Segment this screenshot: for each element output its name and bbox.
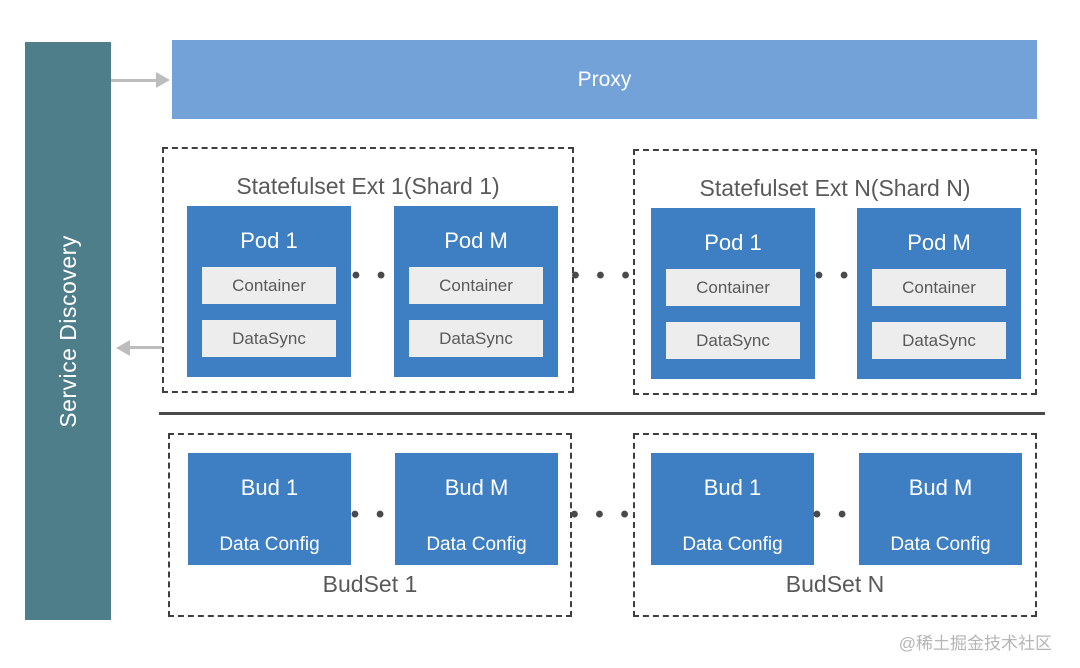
bud-m: Bud M Data Config [859,453,1022,565]
bud-title: Bud 1 [703,475,762,500]
ellipsis-dots: • • [351,262,391,289]
pod-title: Pod M [907,230,971,255]
pod-1: Pod 1 Container DataSync [651,208,815,379]
bud-m: Bud M Data Config [395,453,558,565]
ellipsis-dots: • • • [570,501,634,528]
bud-title: Bud M [908,475,973,500]
arrow-head-right-icon [156,72,170,88]
container-box: Container [666,269,800,306]
service-discovery-bar: Service Discovery [25,42,111,620]
pod-1: Pod 1 Container DataSync [187,206,351,377]
datasync-box: DataSync [409,320,543,357]
data-config-label: Data Config [890,534,991,555]
section-divider [159,412,1045,415]
datasync-box: DataSync [666,322,800,359]
budset-group-1: Bud 1 Data Config Bud M Data Config BudS… [168,433,572,617]
ellipsis-dots: • • [350,501,390,528]
arrow-head-left-icon [116,340,130,356]
pod-m: Pod M Container DataSync [394,206,558,377]
container-box: Container [872,269,1006,306]
pod-title: Pod 1 [704,230,762,255]
proxy-label: Proxy [577,67,632,91]
service-discovery-label: Service Discovery [54,234,81,428]
watermark: @稀土掘金技术社区 [898,634,1052,653]
data-config-label: Data Config [426,534,527,555]
data-config-label: Data Config [219,534,320,555]
pod-title: Pod 1 [240,228,298,253]
statefulset-n-title: Statefulset Ext N(Shard N) [699,175,971,201]
datasync-box: DataSync [872,322,1006,359]
budset-1-title: BudSet 1 [322,571,418,597]
statefulset-group-n: Statefulset Ext N(Shard N) Pod 1 Contain… [633,149,1037,395]
proxy-bar: Proxy [172,40,1037,119]
arrow-line-sd-to-proxy [111,79,157,82]
datasync-box: DataSync [202,320,336,357]
budset-n-title: BudSet N [785,571,885,597]
arrow-line-shard-to-sd [129,346,171,349]
bud-1: Bud 1 Data Config [188,453,351,565]
bud-title: Bud 1 [240,475,299,500]
pod-m: Pod M Container DataSync [857,208,1021,379]
pod-title: Pod M [444,228,508,253]
ellipsis-dots: • • • [571,262,635,289]
bud-title: Bud M [444,475,509,500]
budset-group-n: Bud 1 Data Config Bud M Data Config BudS… [633,433,1037,617]
data-config-label: Data Config [682,534,783,555]
statefulset-1-title: Statefulset Ext 1(Shard 1) [236,173,500,199]
bud-1: Bud 1 Data Config [651,453,814,565]
container-box: Container [202,267,336,304]
ellipsis-dots: • • [814,262,854,289]
ellipsis-dots: • • [812,501,852,528]
container-box: Container [409,267,543,304]
statefulset-group-1: Statefulset Ext 1(Shard 1) Pod 1 Contain… [162,147,574,393]
